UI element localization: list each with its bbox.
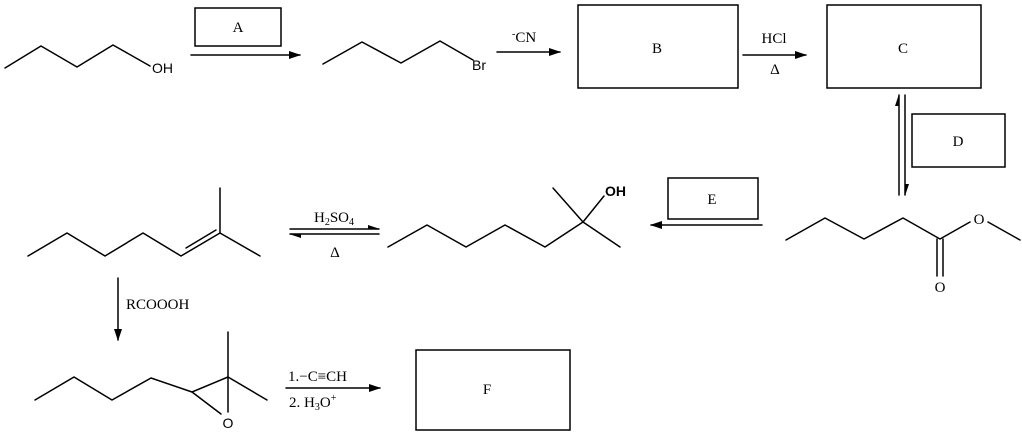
product-box-f[interactable]: F [415, 349, 571, 431]
bromine-label: Br [472, 57, 486, 73]
sulfuric-acid-reagent: H2SO4 [314, 210, 354, 228]
alkene-molecule [27, 187, 261, 257]
box-c-label: C [898, 41, 908, 57]
alcohol-oh-label: OH [605, 183, 626, 199]
methyl-pentanoate-molecule: O O [785, 212, 1021, 296]
hydroxyl-label: OH [152, 60, 173, 76]
tertiary-alcohol-molecule: OH [387, 183, 626, 248]
box-d-label: D [953, 134, 964, 150]
epoxide-oxygen-label: O [223, 415, 234, 431]
carbonyl-oxygen-label: O [935, 280, 946, 296]
box-a-label: A [233, 20, 244, 36]
product-box-c[interactable]: C [826, 4, 982, 89]
peracid-reagent: RCOOOH [126, 297, 190, 313]
reagent-box-a[interactable]: A [194, 7, 282, 47]
box-e-label: E [707, 192, 716, 208]
hydronium-reagent: 2. H3O+ [289, 393, 337, 413]
hcl-reagent: HCl [761, 31, 786, 47]
box-b-label: B [652, 41, 662, 57]
acetylide-reagent: 1.−C≡CH [288, 369, 347, 385]
heat-condition-2: Δ [330, 245, 340, 261]
heat-condition: Δ [770, 62, 780, 78]
butanol-molecule: OH [4, 44, 173, 76]
box-f-label: F [483, 382, 491, 398]
reagent-box-d[interactable]: D [911, 113, 1006, 168]
ester-oxygen-label: O [974, 212, 985, 228]
cyanide-reagent: -CN [512, 29, 536, 46]
epoxide-molecule: O [34, 331, 268, 431]
reagent-box-e[interactable]: E [667, 177, 759, 220]
bromobutane-molecule: Br [322, 40, 486, 73]
product-box-b[interactable]: B [577, 4, 739, 89]
